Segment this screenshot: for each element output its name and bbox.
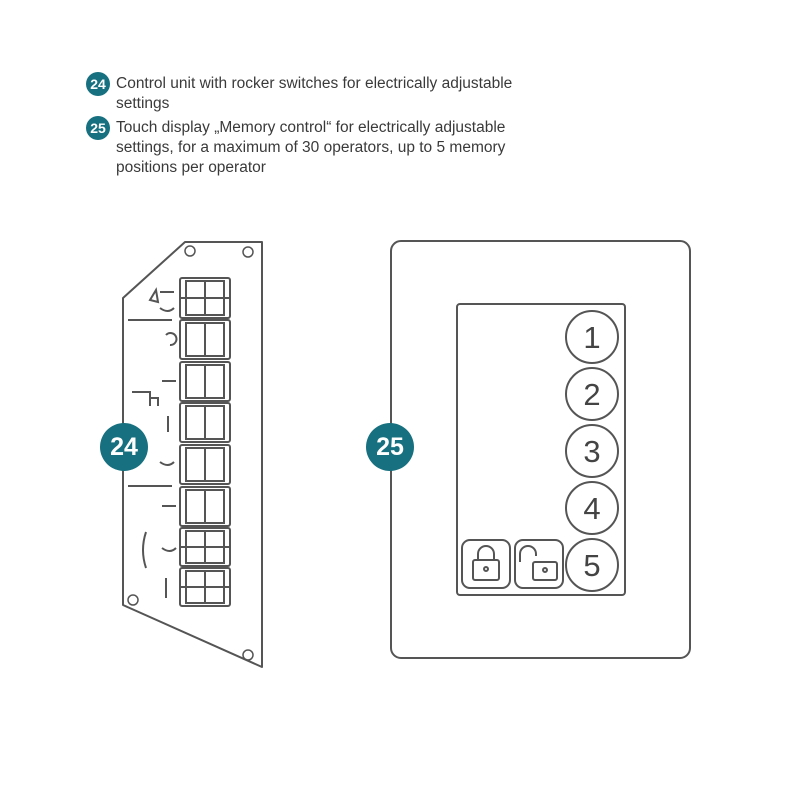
legend-item-24: 24 Control unit with rocker switches for…	[86, 72, 556, 114]
display-screen	[456, 303, 626, 596]
rocker-switches	[179, 277, 231, 607]
memory-button-label: 1	[583, 320, 600, 355]
legend-text: Touch display „Memory control“ for elect…	[116, 119, 506, 176]
memory-button-2[interactable]: 2	[565, 367, 619, 421]
memory-button-label: 4	[583, 491, 600, 526]
lock-open-icon	[532, 561, 558, 581]
legend-item-25: 25 Touch display „Memory control“ for el…	[86, 116, 556, 178]
legend-badge: 24	[86, 72, 110, 96]
memory-button-3[interactable]: 3	[565, 424, 619, 478]
rocker-switch[interactable]	[179, 486, 231, 527]
rocker-switch[interactable]	[179, 402, 231, 443]
rocker-switch[interactable]	[179, 361, 231, 402]
rocker-switch[interactable]	[179, 567, 231, 607]
lock-button[interactable]	[461, 539, 511, 589]
control-unit	[122, 241, 263, 668]
memory-button-1[interactable]: 1	[565, 310, 619, 364]
memory-button-label: 2	[583, 377, 600, 412]
rocker-switch[interactable]	[179, 319, 231, 360]
memory-button-5[interactable]: 5	[565, 538, 619, 592]
rocker-switch[interactable]	[179, 277, 231, 319]
rocker-switch[interactable]	[179, 527, 231, 567]
switch-symbols	[132, 287, 178, 598]
memory-button-label: 3	[583, 434, 600, 469]
rocker-switch[interactable]	[179, 444, 231, 485]
callout-25: 25	[366, 423, 414, 471]
legend: 24 Control unit with rocker switches for…	[86, 72, 556, 182]
lock-closed-icon	[472, 559, 500, 581]
callout-24: 24	[100, 423, 148, 471]
memory-button-label: 5	[583, 548, 600, 583]
legend-badge: 25	[86, 116, 110, 140]
legend-text: Control unit with rocker switches for el…	[116, 75, 513, 112]
screws	[127, 245, 254, 661]
unlock-button[interactable]	[514, 539, 564, 589]
memory-button-4[interactable]: 4	[565, 481, 619, 535]
touch-display-unit: 1 2 3 4 5	[390, 240, 691, 659]
